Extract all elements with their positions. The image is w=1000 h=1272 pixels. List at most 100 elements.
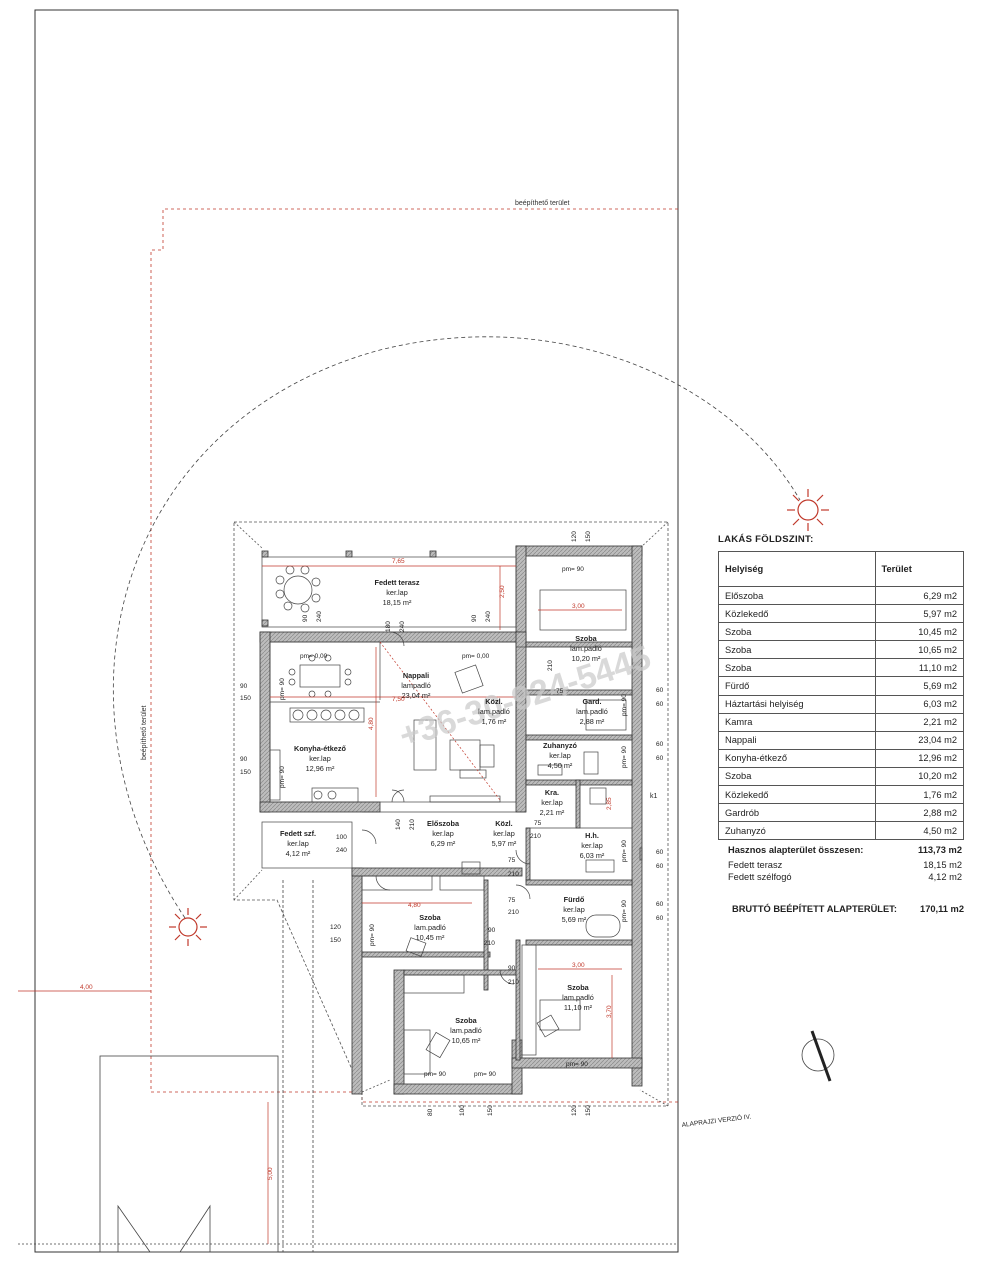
svg-text:90: 90: [488, 927, 496, 934]
row-room: Konyha-étkező: [718, 748, 876, 768]
svg-text:120: 120: [571, 531, 578, 542]
svg-text:150: 150: [330, 937, 341, 944]
svg-text:60: 60: [656, 755, 664, 762]
brutto-value: 170,11 m2: [920, 904, 964, 915]
extra-row: Fedett szélfogó 4,12 m2: [718, 872, 962, 882]
svg-text:2,21 m²: 2,21 m²: [540, 808, 565, 817]
row-area: 5,69 m2: [874, 676, 964, 696]
svg-text:pm= 90: pm= 90: [279, 678, 286, 700]
svg-text:11,10 m²: 11,10 m²: [564, 1003, 593, 1012]
svg-text:pm= 90: pm= 90: [621, 746, 628, 768]
svg-text:Nappali: Nappali: [403, 671, 429, 680]
total-label: Hasznos alapterület összesen:: [728, 845, 864, 856]
extra-value: 18,15 m2: [923, 860, 962, 871]
svg-text:Közl.: Közl.: [495, 819, 512, 828]
svg-text:150: 150: [585, 1105, 592, 1116]
svg-text:Fedett szf.: Fedett szf.: [280, 829, 316, 838]
svg-text:12,96 m²: 12,96 m²: [306, 764, 335, 773]
svg-text:pm= 90: pm= 90: [369, 924, 376, 946]
svg-text:150: 150: [240, 695, 251, 702]
svg-text:Előszoba: Előszoba: [427, 819, 460, 828]
table-header-row: Helyiség Terület: [718, 551, 964, 587]
svg-text:18,15 m²: 18,15 m²: [383, 598, 412, 607]
svg-text:3,70: 3,70: [606, 1005, 613, 1018]
svg-text:180: 180: [385, 621, 392, 632]
svg-text:240: 240: [316, 611, 323, 622]
svg-text:pm= 90: pm= 90: [566, 1061, 588, 1068]
column-header-area: Terület: [874, 551, 964, 587]
svg-text:60: 60: [656, 901, 664, 908]
row-area: 11,10 m2: [874, 658, 964, 678]
svg-text:150: 150: [585, 531, 592, 542]
svg-text:pm= 0,00: pm= 0,00: [300, 653, 328, 660]
svg-text:ker.lap: ker.lap: [549, 751, 571, 760]
svg-text:pm= 90: pm= 90: [621, 900, 628, 922]
svg-text:90: 90: [471, 614, 478, 622]
svg-text:lam.padló: lam.padló: [576, 707, 608, 716]
svg-text:Szoba: Szoba: [455, 1016, 477, 1025]
svg-text:2,50: 2,50: [499, 585, 506, 598]
svg-text:ker.lap: ker.lap: [309, 754, 331, 763]
svg-text:60: 60: [656, 741, 664, 748]
svg-text:60: 60: [656, 915, 664, 922]
svg-text:ker.lap: ker.lap: [581, 841, 603, 850]
svg-text:2,88 m²: 2,88 m²: [580, 717, 605, 726]
svg-text:140: 140: [395, 819, 402, 830]
row-room: Nappali: [718, 730, 876, 750]
north-arrow-icon: [801, 1030, 835, 1082]
walls: [259, 545, 643, 1095]
furniture: [269, 565, 627, 1075]
svg-text:Zuhanyzó: Zuhanyzó: [543, 741, 578, 750]
plot-boundary: [34, 9, 679, 1253]
sun-icon-west: [169, 908, 207, 946]
extra-row: Fedett terasz 18,15 m2: [718, 860, 962, 870]
row-room: Háztartási helyiség: [718, 694, 876, 714]
carport: [18, 880, 678, 1253]
svg-text:lampadló: lampadló: [401, 681, 431, 690]
svg-text:75: 75: [534, 820, 542, 827]
svg-text:10,45 m²: 10,45 m²: [416, 933, 445, 942]
row-room: Kamra: [718, 712, 876, 732]
roof-ridge: [233, 521, 669, 1107]
row-room: Közlekedő: [718, 604, 876, 624]
svg-text:Konyha-étkező: Konyha-étkező: [294, 744, 346, 753]
row-room: Közlekedő: [718, 785, 876, 805]
svg-text:90: 90: [508, 965, 516, 972]
svg-text:H.h.: H.h.: [585, 831, 599, 840]
svg-text:240: 240: [485, 611, 492, 622]
svg-text:210: 210: [484, 940, 495, 947]
row-area: 10,20 m2: [874, 766, 964, 787]
svg-text:Fürdő: Fürdő: [564, 895, 585, 904]
svg-text:6,29 m²: 6,29 m²: [431, 839, 456, 848]
svg-text:210: 210: [530, 833, 541, 840]
row-room: Zuhanyzó: [718, 821, 876, 841]
svg-text:pm= 90: pm= 90: [621, 694, 628, 716]
version-label: ALAPRAJZI VERZIÓ IV.: [681, 1112, 752, 1129]
svg-text:pm= 90: pm= 90: [424, 1071, 446, 1078]
svg-text:4,80: 4,80: [368, 717, 375, 730]
svg-text:lam.padló: lam.padló: [450, 1026, 482, 1035]
svg-text:60: 60: [656, 687, 664, 694]
svg-text:pm= 0,00: pm= 0,00: [462, 653, 490, 660]
svg-text:4,00: 4,00: [80, 984, 93, 991]
svg-text:100: 100: [459, 1105, 466, 1116]
svg-text:ker.lap: ker.lap: [541, 798, 563, 807]
svg-text:Szoba: Szoba: [575, 634, 597, 643]
dimension-lines: [18, 565, 622, 1244]
row-room: Gardrób: [718, 803, 876, 823]
row-area: 23,04 m2: [874, 730, 964, 750]
